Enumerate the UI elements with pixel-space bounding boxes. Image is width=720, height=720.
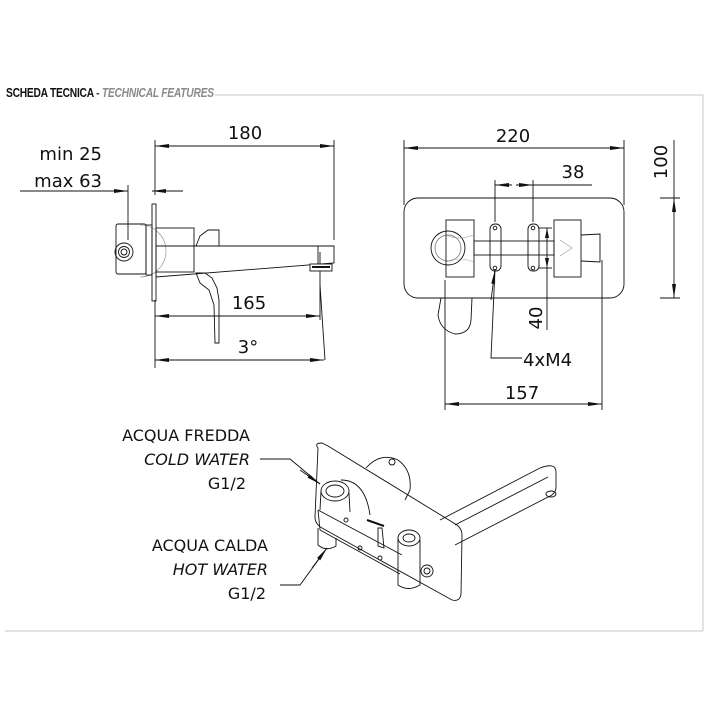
dim-screws: 4xM4: [523, 350, 572, 371]
dim-hole-spacing-h: 38: [562, 162, 585, 183]
cold-label-it: ACQUA FREDDA: [122, 426, 250, 445]
isometric-labels: ACQUA FREDDA COLD WATER G1/2 ACQUA CALDA…: [122, 426, 268, 603]
dim-plate-width: 220: [496, 126, 530, 147]
isometric-view: [260, 442, 557, 601]
dim-wall-min: min 25: [39, 144, 102, 165]
dim-wall-max: max 63: [34, 171, 102, 192]
cold-thread: G1/2: [208, 474, 246, 493]
frame: [5, 94, 704, 632]
front-view-dimensions: 220 100 38 40 4xM4 157: [496, 126, 672, 404]
front-view: [403, 140, 680, 410]
dim-total-length: 180: [228, 123, 262, 144]
dim-angle: 3°: [238, 337, 258, 358]
hot-label-en: HOT WATER: [173, 560, 268, 579]
section-header: SCHEDA TECNICA - TECHNICAL FEATURES: [6, 86, 214, 100]
header-title: SCHEDA TECNICA: [6, 86, 94, 100]
dim-hole-spacing-v: 40: [526, 307, 547, 330]
hot-thread: G1/2: [228, 584, 266, 603]
header-subtitle: TECHNICAL FEATURES: [101, 86, 214, 100]
dim-plate-height: 100: [651, 145, 672, 179]
hot-label-it: ACQUA CALDA: [152, 536, 268, 555]
cold-label-en: COLD WATER: [144, 450, 250, 469]
side-view-dimensions: 180 min 25 max 63 165 3°: [34, 123, 266, 358]
side-view: [20, 140, 335, 368]
header-separator: -: [93, 86, 102, 100]
dim-body-width: 157: [505, 383, 539, 404]
dim-spout-length: 165: [232, 293, 266, 314]
